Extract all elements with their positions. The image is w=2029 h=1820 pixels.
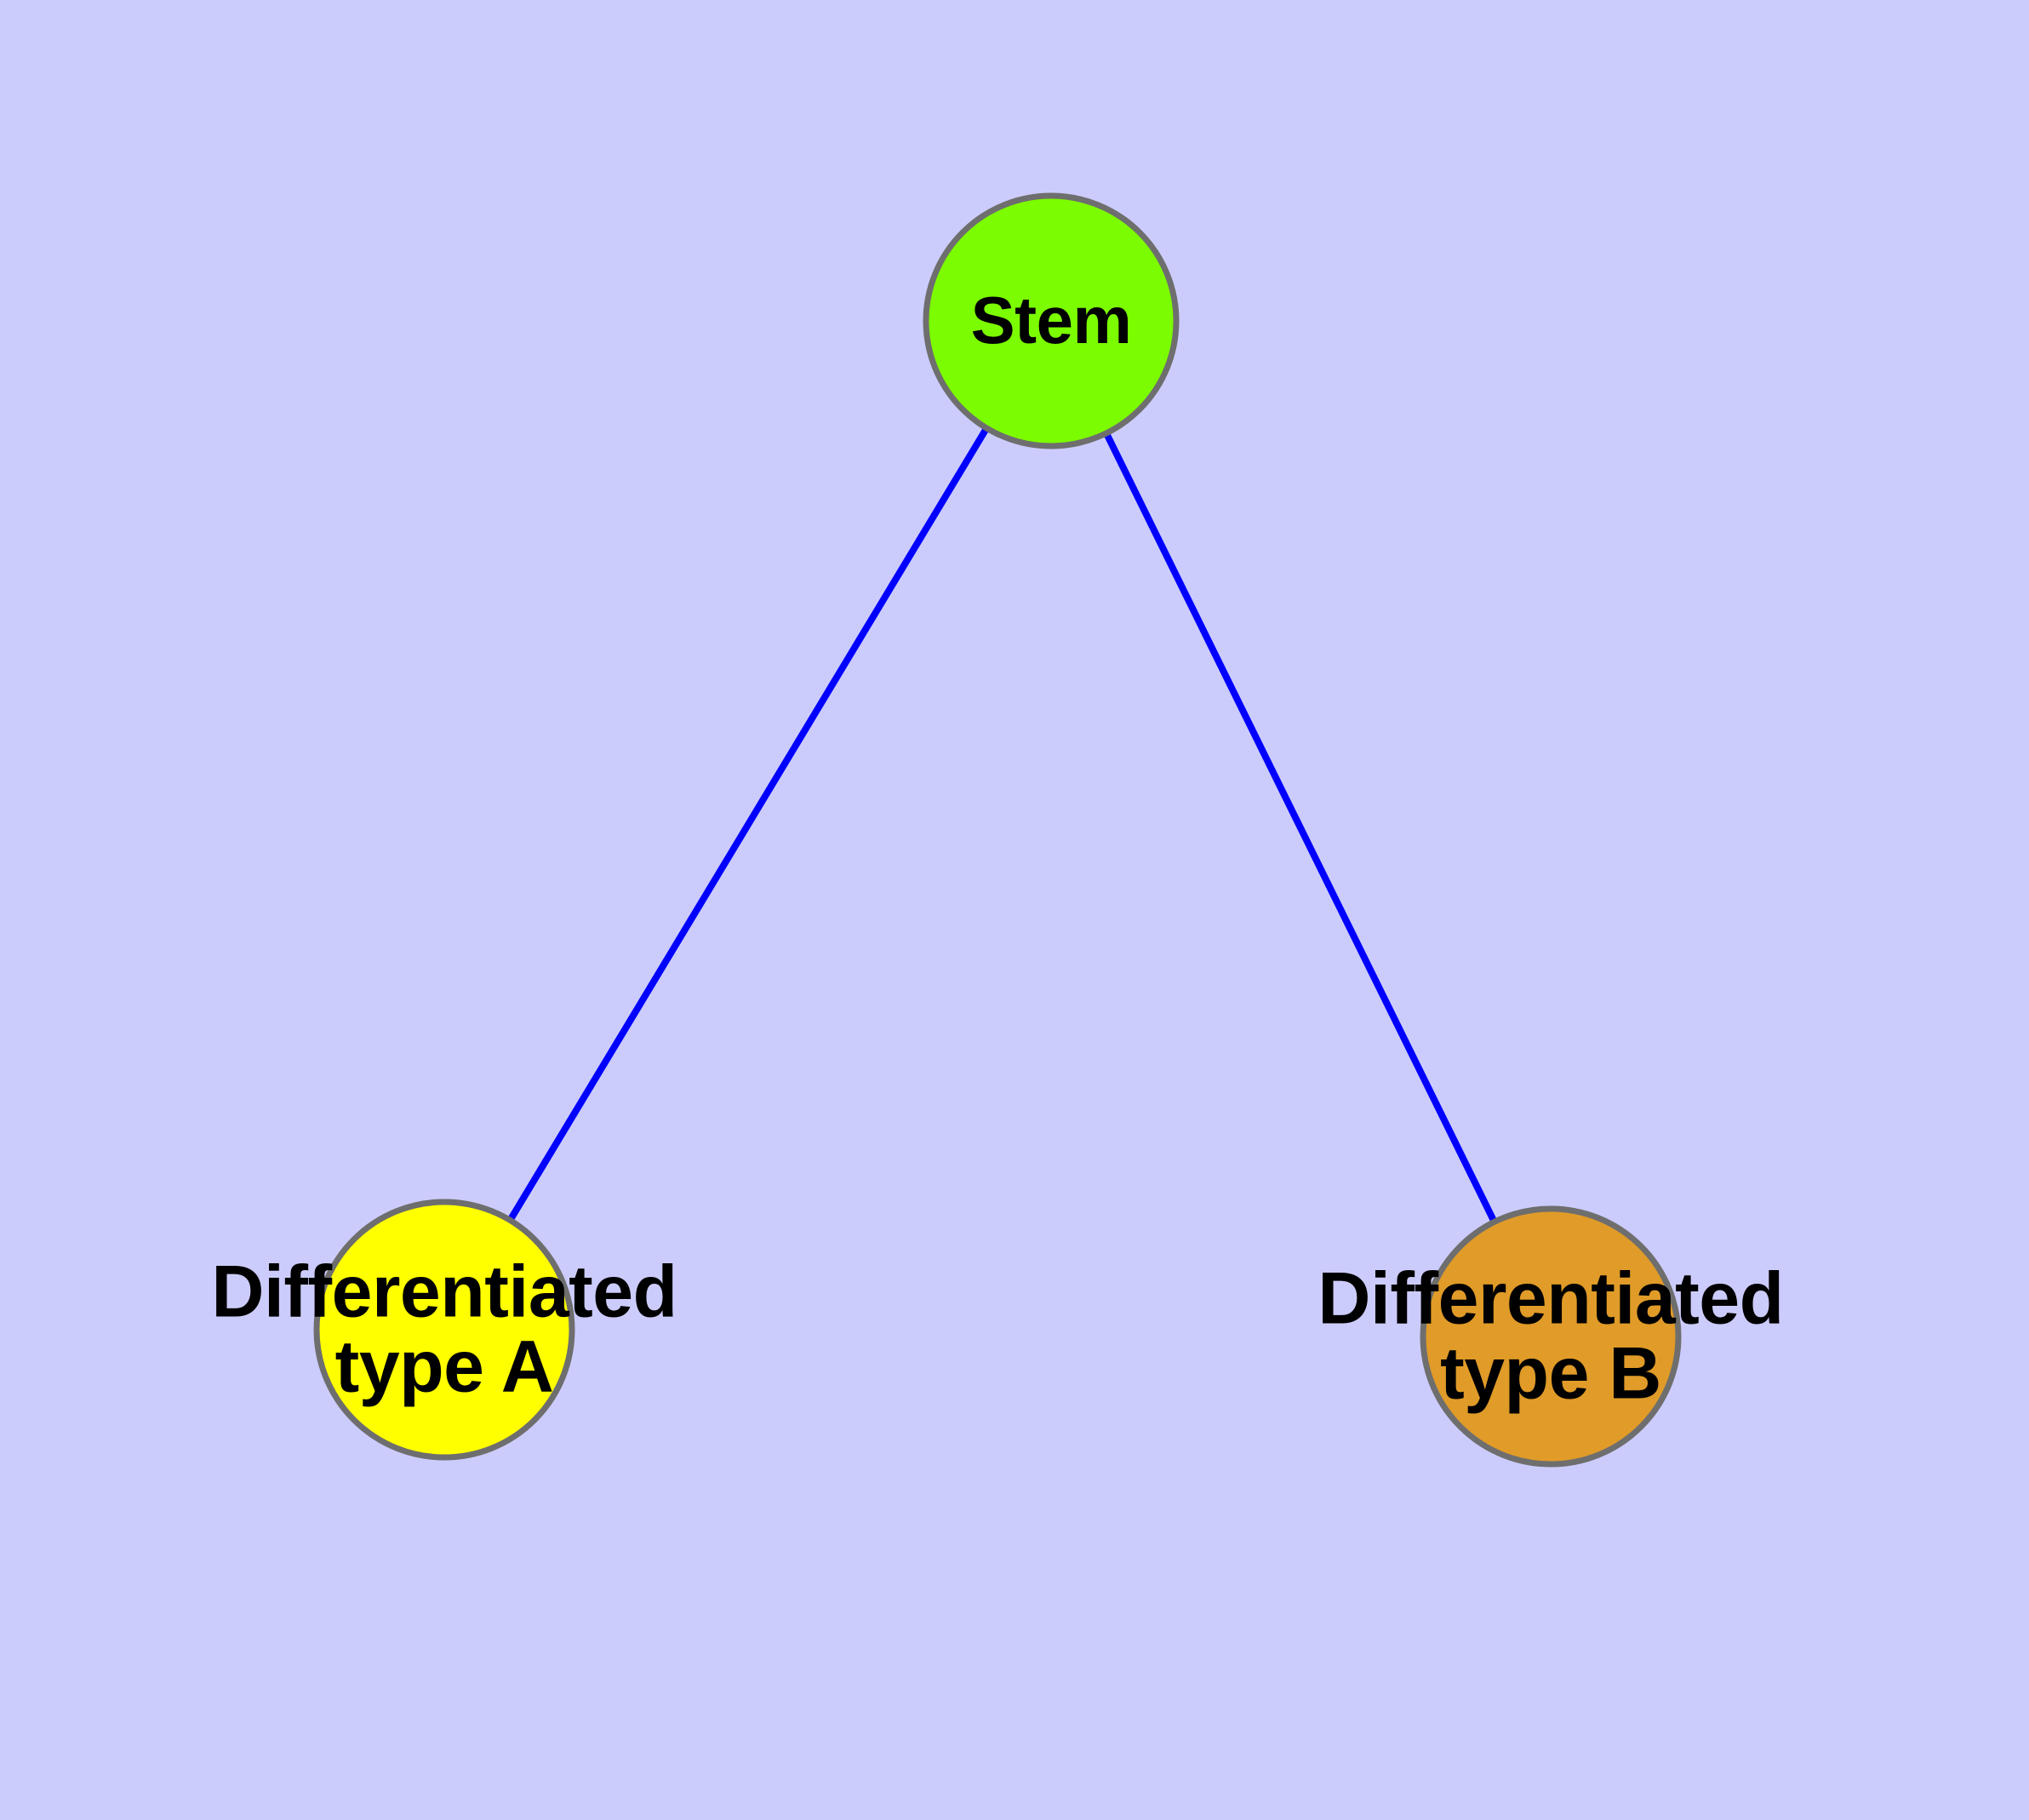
node-differentiated-type-b[interactable] bbox=[1420, 1205, 1682, 1468]
node-stem[interactable] bbox=[923, 192, 1180, 449]
node-layer bbox=[313, 192, 1682, 1468]
edge-stem-to-diff-b[interactable] bbox=[1095, 416, 1506, 1239]
edge-stem-to-diff-a[interactable] bbox=[498, 411, 998, 1237]
edge-layer bbox=[498, 411, 1506, 1239]
node-differentiated-type-a[interactable] bbox=[313, 1199, 575, 1461]
